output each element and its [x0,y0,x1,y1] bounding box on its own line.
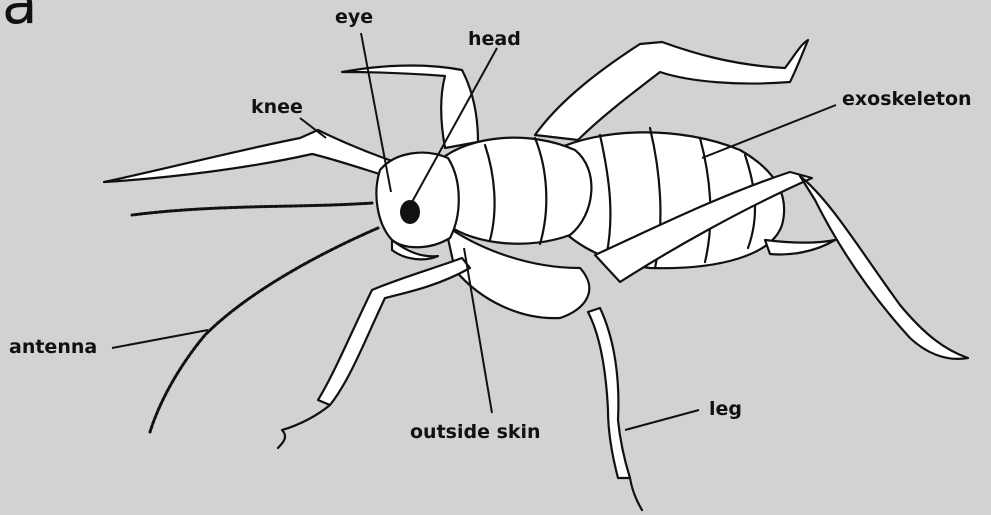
label-eye: eye [335,8,373,27]
label-outside-skin: outside skin [410,423,541,442]
right-hind-tibia [800,176,968,359]
label-knee: knee [251,98,303,117]
label-leg: leg [709,400,742,419]
left-hind-leg [104,130,395,182]
leader-leg [625,410,699,430]
right-middle-leg [588,308,630,478]
upper-front-leg [342,66,478,148]
antenna-upper [132,203,372,215]
label-antenna: antenna [9,338,97,357]
label-head: head [468,30,521,49]
left-middle-leg [318,258,470,405]
leader-antenna [112,330,208,348]
upper-back-leg [535,40,808,140]
leader-exoskeleton [702,105,836,158]
head-shape [376,153,458,248]
label-exoskeleton: exoskeleton [842,90,972,109]
thorax [440,138,591,244]
antenna-lower [150,228,378,432]
eye-shape [400,200,420,224]
